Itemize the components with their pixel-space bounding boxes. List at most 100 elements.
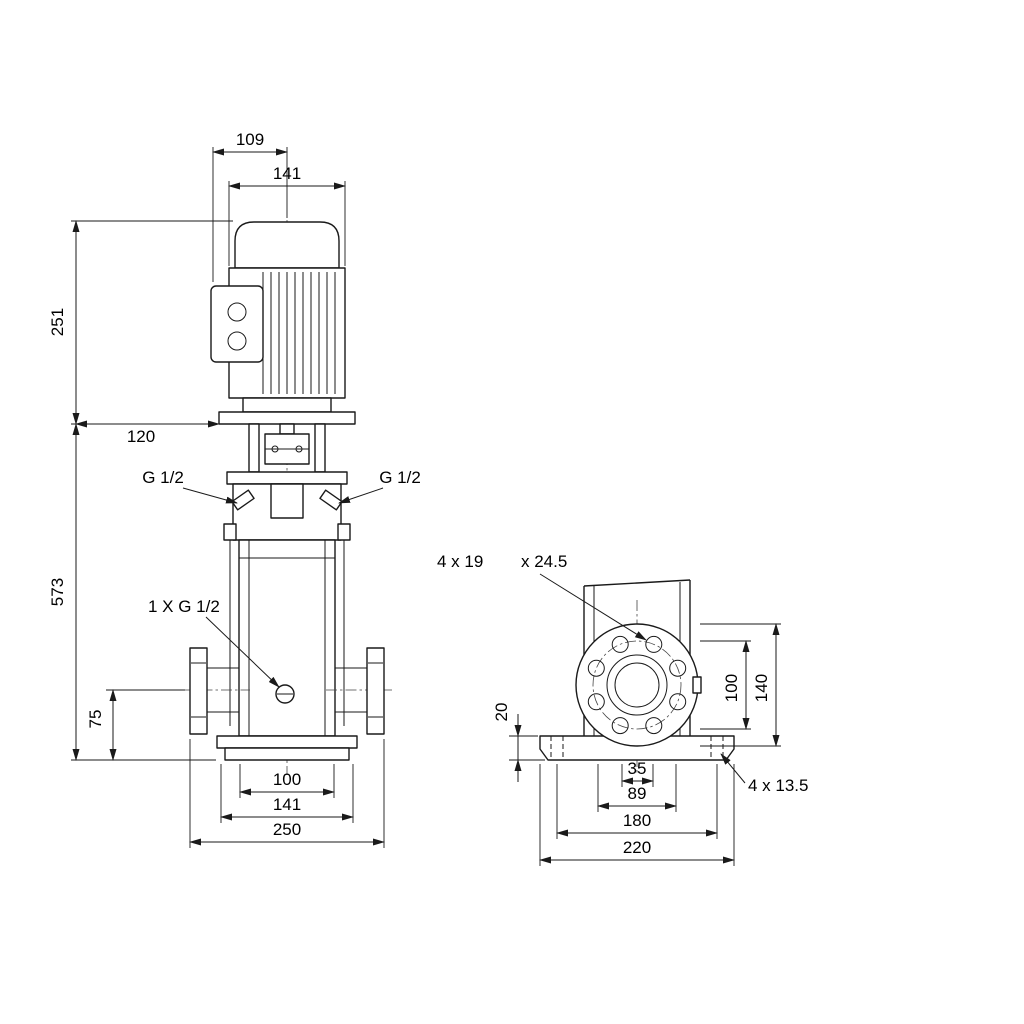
dim-89-label: 89 [628,784,647,803]
drain-plug-label: 1 X G 1/2 [148,597,220,616]
callout-vent-plug-left: G 1/2 [142,468,238,504]
bolt-hole [587,693,605,711]
coupling-screw [295,445,303,453]
head-top-plate [226,471,348,485]
dim-141-top-label: 141 [273,164,301,183]
leader-line [720,753,746,784]
motor [210,221,356,425]
raised-face-circle [606,654,668,716]
cable-entry-hole [227,331,247,351]
bolt-hole [645,717,663,735]
cable-entry-hole [227,302,247,322]
staybolt-nut-left [223,523,237,541]
dim-100-bottom: 100 [239,764,335,798]
leader-line [338,487,384,504]
dim-100-bottom-label: 100 [273,770,301,789]
dim-250: 250 [189,739,385,848]
dim-140-side: 140 [700,623,781,747]
bolt-hole [611,717,629,735]
callout-drain-plug: 1 X G 1/2 [148,597,280,688]
extension-lines [228,181,346,266]
extension-lines [700,623,781,747]
suction-flange-holes [191,662,206,718]
dim-120: 120 [75,420,220,446]
dim-20-label: 20 [492,703,511,722]
inner-sleeve-lines [248,540,326,736]
chamber-stack [229,539,345,737]
ports [182,647,392,735]
dim-251: 251 [48,220,233,425]
pump-base [216,735,358,761]
port-flange-face [575,623,702,747]
motor-fan-cover [234,221,340,269]
extension-lines [556,764,718,839]
dim-141-bottom-label: 141 [273,795,301,814]
column-cut-line [583,579,691,587]
dim-75: 75 [86,689,185,761]
side-view-dimensions: 4 x 19 x 24.5 20 100 140 35 [437,552,809,866]
extension-lines [539,764,735,866]
terminal-box [210,285,264,363]
suction-pipe [207,667,239,713]
shaft-guard-left [248,423,260,473]
dim-180: 180 [556,764,718,839]
dim-100-side-label: 100 [722,674,741,702]
shaft [279,423,295,435]
bolt-circle [592,640,682,730]
dim-250-label: 250 [273,820,301,839]
port-bore-circle [614,662,660,708]
front-view-dimensions: 109 141 251 120 573 G 1/2 G 1/2 [48,130,421,848]
dim-180-label: 180 [623,811,651,830]
vent-plug-left [231,489,255,511]
staybolt-nut-right [337,523,351,541]
discharge-pipe [335,667,367,713]
shaft-guard-right [314,423,326,473]
front-view [182,220,392,775]
dim-75-label: 75 [86,710,105,729]
discharge-flange-holes [368,662,383,718]
side-tab [692,676,702,694]
side-base [539,735,735,761]
dim-573: 573 [48,423,216,761]
extension-lines [220,764,354,823]
motor-flange-neck [242,397,332,413]
flange-hole-callout-label: 4 x 19 [437,552,483,571]
dim-89: 89 [597,764,677,812]
motor-stool-plate [218,411,356,425]
extension-lines [71,220,233,425]
side-view [539,579,735,775]
outer-sleeve [238,539,336,737]
dim-573-label: 573 [48,578,67,606]
drain-plug [275,684,295,704]
dim-120-label: 120 [127,427,155,446]
seal-housing [270,483,304,519]
extension-lines [189,739,385,848]
bolt-hole [611,635,629,653]
suction-flange [189,647,208,735]
dim-141-top: 141 [228,164,346,266]
dim-35: 35 [621,759,654,787]
base-plate [216,735,358,749]
dim-140-side-label: 140 [752,674,771,702]
dim-220: 220 [539,764,735,866]
discharge-flange [366,647,385,735]
coupling-screw [271,445,279,453]
flange-hole-counterbore-label: x 24.5 [521,552,567,571]
flange-outer-circle [575,623,699,747]
dim-109-label: 109 [236,130,264,149]
leader-line [182,487,238,504]
staybolts [229,540,345,726]
dim-100-side: 100 [700,640,751,730]
leader-line [539,573,647,641]
leader-line [205,616,280,688]
vent-plug-left-label: G 1/2 [142,468,184,487]
bolt-hole [669,659,687,677]
bolt-hole [645,635,663,653]
base-bolt-holes-hidden [550,736,724,760]
vent-plug-right [319,489,343,511]
bolt-hole [669,693,687,711]
callout-base-holes: 4 x 13.5 [720,753,809,795]
dim-220-label: 220 [623,838,651,857]
pump-head [223,471,351,541]
